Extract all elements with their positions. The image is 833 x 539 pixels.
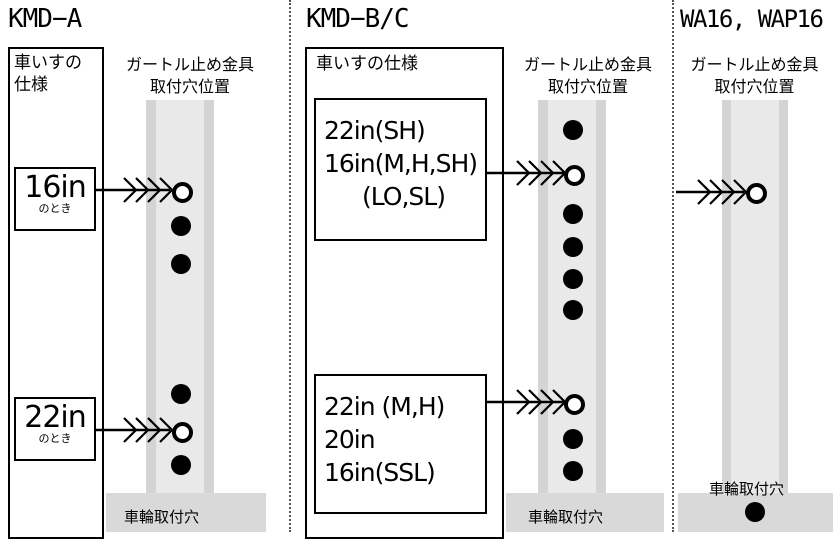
wheelchair-spec-label: 車いすの仕様 bbox=[316, 54, 418, 74]
hole-dot bbox=[171, 216, 191, 236]
frame-rail-inner bbox=[731, 100, 779, 500]
spec-box-upper: 22in(SH) 16in(M,H,SH) (LO,SL) bbox=[314, 98, 487, 241]
spec-line: 22in (M,H) bbox=[324, 392, 445, 421]
spec-line: 22in(SH) bbox=[324, 116, 426, 145]
spec-line: 16in(SSL) bbox=[324, 458, 436, 487]
wheel-mount-base bbox=[106, 493, 266, 532]
bracket-label-line1: ガートル止め金具 bbox=[523, 55, 652, 74]
hole-dot bbox=[563, 461, 583, 481]
wheel-hole-label: 車輪取付穴 bbox=[709, 480, 785, 498]
bracket-hole-16in bbox=[172, 182, 193, 203]
bracket-hole-label: ガートル止め金具 取付穴位置 bbox=[112, 54, 268, 98]
spec-box-lower: 22in (M,H) 20in 16in(SSL) bbox=[314, 374, 487, 514]
bracket-label-line2: 取付穴位置 bbox=[149, 77, 230, 96]
section-title-kmd-a: KMD−A bbox=[8, 4, 82, 34]
pointer-arrow-22in bbox=[96, 417, 174, 443]
size-callout-16in: 16in のとき bbox=[14, 167, 96, 231]
bracket-label-line2: 取付穴位置 bbox=[547, 77, 628, 96]
hole-dot bbox=[171, 455, 191, 475]
size-callout-note: のとき bbox=[38, 202, 72, 215]
hole-dot bbox=[563, 429, 583, 449]
bracket-hole-upper bbox=[564, 165, 585, 186]
wheelchair-spec-label: 車いすの 仕様 bbox=[10, 52, 106, 96]
wheel-hole-dot bbox=[745, 502, 765, 522]
bracket-label-line1: ガートル止め金具 bbox=[125, 55, 254, 74]
wheel-mount-base bbox=[506, 493, 664, 532]
hole-dot bbox=[563, 269, 583, 289]
bracket-label-line2: 取付穴位置 bbox=[714, 77, 795, 96]
bracket-hole-lower bbox=[564, 394, 585, 415]
wheel-hole-label: 車輪取付穴 bbox=[124, 508, 200, 526]
size-callout-note: のとき bbox=[38, 432, 72, 445]
spec-label-line2: 仕様 bbox=[14, 75, 48, 95]
bracket-hole-label: ガートル止め金具 取付穴位置 bbox=[676, 54, 833, 98]
spec-label-line1: 車いすの bbox=[14, 53, 82, 73]
hole-dot bbox=[563, 237, 583, 257]
section-title-wa16-wap16: WA16, WAP16 bbox=[680, 5, 824, 33]
bracket-label-line1: ガートル止め金具 bbox=[690, 55, 819, 74]
wheelchair-spec-panel bbox=[8, 47, 104, 539]
wheel-hole-label: 車輪取付穴 bbox=[528, 508, 604, 526]
size-callout-22in: 22in のとき bbox=[14, 397, 96, 461]
spec-line: 20in bbox=[324, 425, 376, 454]
pointer-arrow-16in bbox=[96, 177, 174, 203]
pointer-arrow-upper bbox=[487, 160, 567, 186]
hole-dot bbox=[563, 204, 583, 224]
hole-dot bbox=[563, 300, 583, 320]
spec-line: (LO,SL) bbox=[362, 182, 446, 211]
section-divider-1 bbox=[289, 0, 291, 532]
hole-dot bbox=[171, 254, 191, 274]
bracket-hole bbox=[746, 183, 767, 204]
hole-dot bbox=[563, 120, 583, 140]
bracket-hole-22in bbox=[172, 422, 193, 443]
section-title-kmd-bc: KMD−B/C bbox=[306, 4, 410, 34]
bracket-hole-label: ガートル止め金具 取付穴位置 bbox=[504, 54, 672, 98]
spec-line: 16in(M,H,SH) bbox=[324, 149, 478, 178]
pointer-arrow bbox=[676, 179, 748, 205]
size-callout-value: 22in bbox=[24, 400, 87, 435]
pointer-arrow-lower bbox=[487, 389, 567, 415]
section-divider-2 bbox=[672, 0, 674, 532]
size-callout-value: 16in bbox=[24, 170, 87, 205]
hole-dot bbox=[171, 384, 191, 404]
